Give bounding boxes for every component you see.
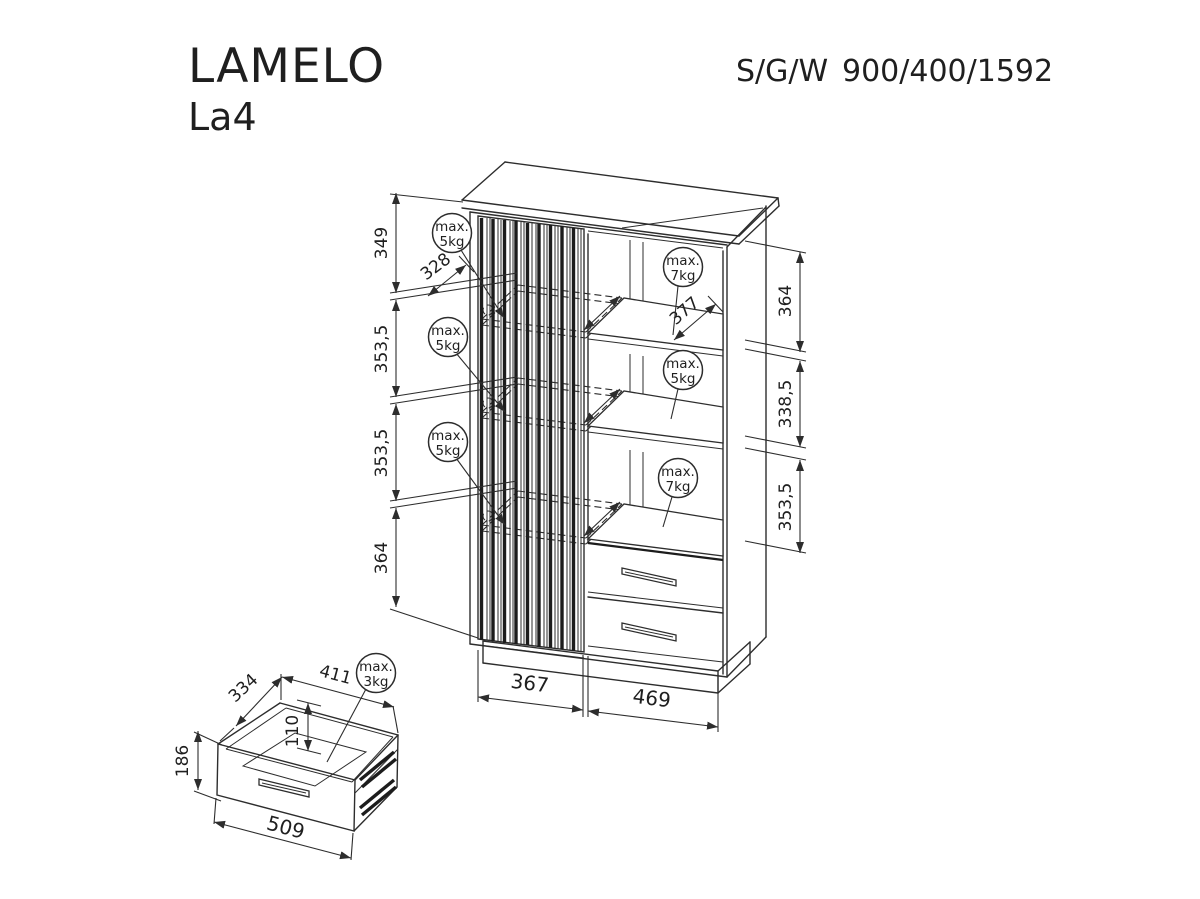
svg-text:max.: max. bbox=[666, 356, 700, 372]
dim-bottom: 367 469 bbox=[477, 650, 719, 732]
shelf-right-2 bbox=[586, 390, 724, 450]
svg-text:509: 509 bbox=[264, 811, 307, 844]
svg-text:7kg: 7kg bbox=[671, 268, 696, 284]
drawer-detail-handle bbox=[258, 778, 310, 798]
dim-width-left-section: 367 bbox=[509, 669, 550, 697]
dim-chain-right: 364 338,5 353,5 bbox=[744, 240, 807, 554]
svg-text:3kg: 3kg bbox=[364, 674, 389, 690]
drawer-handle-1 bbox=[621, 567, 677, 587]
svg-text:328: 328 bbox=[417, 249, 455, 285]
drawer-handle-2 bbox=[621, 622, 677, 642]
dim-height-left-1: 349 bbox=[372, 227, 392, 259]
size-spec-label: S/G/W bbox=[736, 54, 828, 89]
load-badge-right-3: max. 7kg bbox=[657, 457, 699, 528]
dim-height-right-1: 364 bbox=[776, 285, 796, 317]
svg-text:5kg: 5kg bbox=[671, 371, 696, 387]
cabinet-interior-lines bbox=[629, 240, 644, 508]
svg-text:5kg: 5kg bbox=[436, 338, 461, 354]
svg-text:max.: max. bbox=[435, 219, 469, 235]
svg-text:max.: max. bbox=[431, 323, 465, 339]
svg-text:max.: max. bbox=[359, 659, 393, 675]
dim-height-right-3: 353,5 bbox=[776, 483, 796, 532]
cabinet-drawing: 349 353,5 353,5 364 364 338,5 353,5 367 bbox=[372, 161, 807, 732]
svg-text:max.: max. bbox=[661, 464, 695, 480]
svg-text:5kg: 5kg bbox=[440, 234, 465, 250]
load-badge-drawer: max. 3kg bbox=[326, 652, 397, 763]
brand-title: LAMELO bbox=[188, 39, 385, 94]
load-badge-left-1: max. 5kg bbox=[431, 212, 505, 319]
slat-door bbox=[477, 215, 585, 659]
dim-drawer-front-height: 186 bbox=[173, 731, 223, 802]
svg-text:5kg: 5kg bbox=[436, 443, 461, 459]
dim-width-right-section: 469 bbox=[631, 684, 672, 712]
drawer-slide-rails bbox=[358, 750, 398, 817]
cabinet-body bbox=[469, 205, 767, 678]
load-badge-right-2: max. 5kg bbox=[662, 349, 704, 420]
dim-drawer-inner-height: 110 bbox=[283, 699, 322, 755]
cabinet-top-panel bbox=[461, 161, 780, 246]
svg-text:186: 186 bbox=[173, 745, 193, 777]
dim-chain-left: 349 353,5 353,5 364 bbox=[372, 193, 518, 639]
load-badge-left-2: max. 5kg bbox=[427, 316, 506, 413]
cabinet-drawers bbox=[587, 567, 724, 663]
dim-height-left-2: 353,5 bbox=[372, 325, 392, 374]
svg-text:110: 110 bbox=[283, 715, 303, 747]
drawer-detail-drawing: 334 411 110 186 509 m bbox=[173, 652, 399, 861]
model-label: La4 bbox=[188, 95, 257, 139]
dim-height-left-4: 364 bbox=[372, 542, 392, 574]
shelf-depth-arrows bbox=[583, 295, 621, 537]
load-badge-left-3: max. 5kg bbox=[427, 421, 506, 526]
dim-height-left-3: 353,5 bbox=[372, 429, 392, 478]
cabinet-plinth bbox=[482, 640, 751, 694]
size-spec-value: 900/400/1592 bbox=[842, 54, 1053, 89]
dim-drawer-width: 509 bbox=[213, 797, 354, 861]
dim-drawer-depth: 334 bbox=[219, 670, 283, 742]
drawer-box bbox=[216, 702, 399, 832]
svg-text:7kg: 7kg bbox=[666, 479, 691, 495]
svg-text:max.: max. bbox=[666, 253, 700, 269]
svg-text:max.: max. bbox=[431, 428, 465, 444]
dim-height-right-2: 338,5 bbox=[776, 380, 796, 429]
svg-text:411: 411 bbox=[317, 661, 354, 689]
load-badge-right-1: max. 7kg bbox=[662, 246, 704, 336]
svg-text:334: 334 bbox=[225, 670, 262, 707]
